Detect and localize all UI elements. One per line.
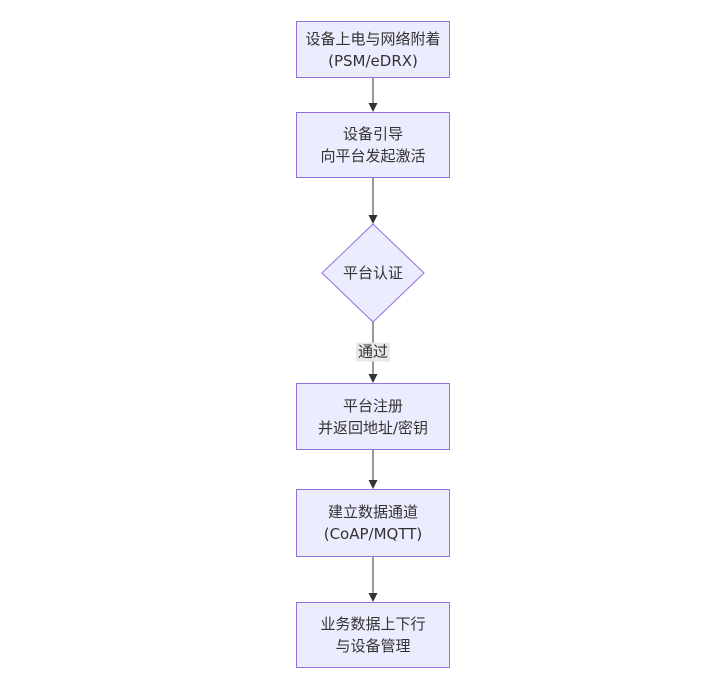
node-text-line: 并返回地址/密钥 (317, 418, 429, 437)
arrowhead-e-f (368, 593, 378, 602)
node-device-power-attach: 设备上电与网络附着 (PSM/eDRX) (296, 21, 450, 78)
node-text-line: (CoAP/MQTT) (323, 525, 423, 543)
arrowhead-a-b (368, 103, 378, 112)
arrowhead-b-c (368, 215, 378, 224)
node-text-line: 向平台发起激活 (320, 147, 426, 165)
node-data-channel: 建立数据通道 (CoAP/MQTT) (296, 489, 450, 557)
node-business-data: 业务数据上下行 与设备管理 (296, 602, 450, 668)
node-text-line: 建立数据通道 (327, 503, 418, 521)
node-text-line: 业务数据上下行 (320, 615, 426, 633)
node-text-line: 设备上电与网络附着 (305, 29, 441, 48)
arrowhead-c-d (368, 374, 378, 383)
node-text-line: 设备引导 (342, 125, 403, 143)
node-text-line: 平台注册 (342, 396, 403, 415)
arrowhead-d-e (368, 480, 378, 489)
node-text-line: 与设备管理 (335, 637, 411, 655)
node-device-bootstrap: 设备引导 向平台发起激活 (296, 112, 450, 178)
node-platform-auth-label: 平台认证 (342, 264, 404, 282)
edge-label-pass: 通过 (355, 342, 391, 362)
node-text-line: (PSM/eDRX) (328, 51, 418, 70)
node-platform-register: 平台注册 并返回地址/密钥 (296, 383, 450, 450)
